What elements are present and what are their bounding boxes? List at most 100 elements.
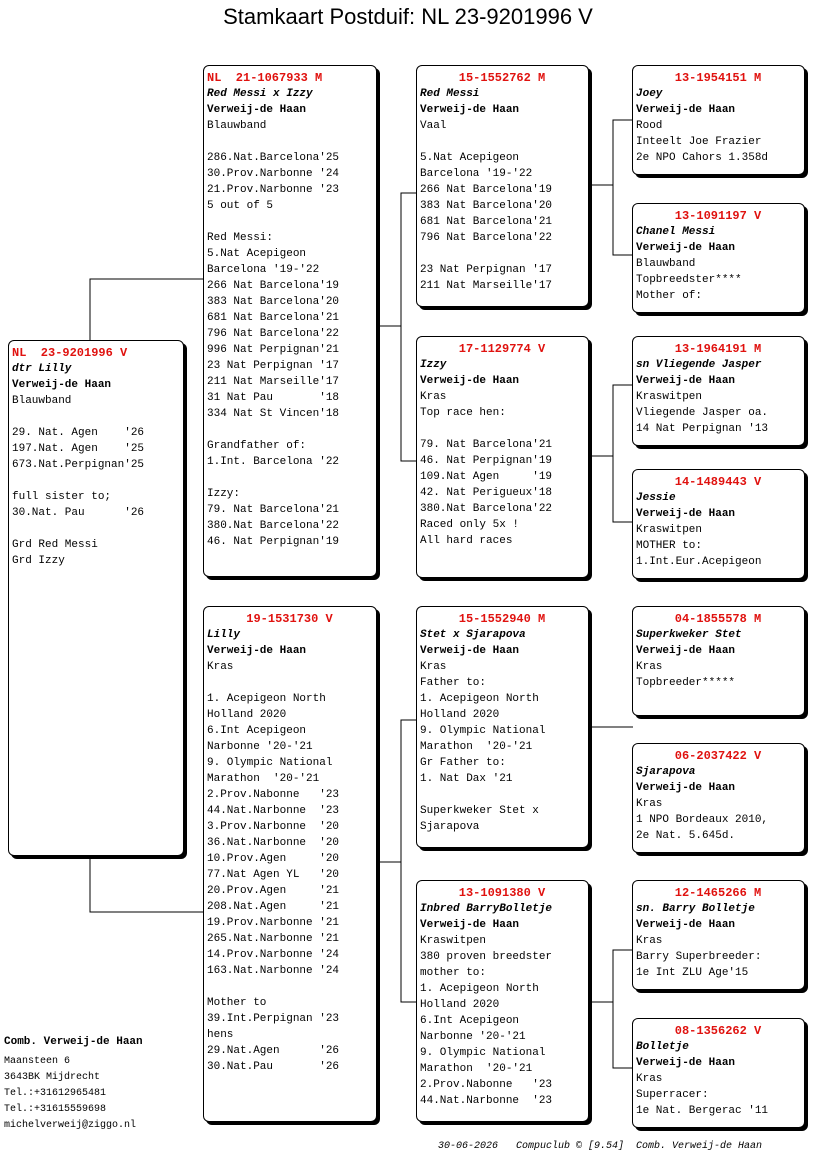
- card-line: 79. Nat Barcelona'21: [207, 504, 340, 516]
- connector-father-2: [400, 326, 418, 462]
- card-line: Kraswitpen: [636, 524, 703, 536]
- mf-father-card: 04-1855578 M Superkweker Stet Verweij-de…: [632, 606, 805, 716]
- card-line: Barcelona '19-'22: [207, 264, 320, 276]
- card-line: 2e Nat. 5.645d.: [636, 830, 736, 842]
- owner-name: Verweij-de Haan: [636, 645, 736, 657]
- contact-line: Tel.:+31615559698: [4, 1104, 107, 1115]
- father-father-card: 15-1552762 M Red Messi Verweij-de Haan V…: [416, 65, 589, 307]
- card-line: 9. Olympic National: [420, 1047, 546, 1059]
- card-line: 77.Nat Agen YL '20: [207, 869, 340, 881]
- card-line: Grd Red Messi: [12, 539, 98, 551]
- card-line: MOTHER to:: [636, 540, 703, 552]
- card-line: 2.Prov.Nabonne '23: [420, 1079, 553, 1091]
- card-line: Topbreedster****: [636, 274, 742, 286]
- card-line: Marathon '20-'21: [207, 773, 320, 785]
- contact-line: michelverweij@ziggo.nl: [4, 1120, 137, 1131]
- card-line: 211 Nat Marseille'17: [207, 376, 340, 388]
- connector-subject-mother: [89, 855, 204, 913]
- card-line: 1. Nat Dax '21: [420, 773, 513, 785]
- card-line: Kraswitpen: [420, 935, 487, 947]
- mm-mother-card: 08-1356262 V Bolletje Verweij-de Haan Kr…: [632, 1018, 805, 1128]
- card-line: [207, 422, 372, 438]
- card-line: Marathon '20-'21: [420, 741, 533, 753]
- card-line: full sister to;: [12, 491, 112, 503]
- card-line: Kras: [420, 391, 447, 403]
- connector-father: [378, 192, 418, 327]
- card-line: Top race hen:: [420, 407, 506, 419]
- ring-number: 15-1552762 M: [458, 71, 546, 85]
- owner-name: Verweij-de Haan: [207, 104, 307, 116]
- card-line: [420, 246, 584, 262]
- card-line: 1. Acepigeon North: [420, 983, 539, 995]
- pigeon-name: Lilly: [207, 629, 241, 641]
- card-line: 380 proven breedster: [420, 951, 553, 963]
- owner-name: Verweij-de Haan: [420, 645, 520, 657]
- pigeon-name: Inbred BarryBolletje: [420, 903, 553, 915]
- owner-name: Verweij-de Haan: [636, 375, 736, 387]
- card-line: 46. Nat Perpignan'19: [207, 536, 340, 548]
- card-line: Mother of:: [636, 290, 703, 302]
- owner-name: Verweij-de Haan: [207, 645, 307, 657]
- card-line: [207, 134, 372, 150]
- card-line: 44.Nat.Narbonne '23: [207, 805, 340, 817]
- pigeon-name: Jessie: [636, 492, 676, 504]
- ring-number: 06-2037422 V: [674, 749, 762, 763]
- card-line: 796 Nat Barcelona'22: [207, 328, 340, 340]
- owner-name: Verweij-de Haan: [636, 242, 736, 254]
- connector-mother-2: [400, 862, 418, 1003]
- pigeon-name: Joey: [636, 88, 663, 100]
- father-card: NL 21-1067933 M Red Messi x Izzy Verweij…: [203, 65, 377, 577]
- connector-ff-2: [612, 185, 633, 256]
- connector-ff: [590, 119, 633, 186]
- contact-line: Maansteen 6: [4, 1056, 71, 1067]
- pigeon-name: sn. Barry Bolletje: [636, 903, 755, 915]
- card-line: 9. Olympic National: [420, 725, 546, 737]
- card-line: Raced only 5x !: [420, 519, 520, 531]
- card-line: 163.Nat.Narbonne '24: [207, 965, 340, 977]
- card-line: Kras: [420, 661, 447, 673]
- card-line: 380.Nat Barcelona'22: [207, 520, 340, 532]
- card-line: 30.Nat. Pau '26: [12, 507, 145, 519]
- card-line: 6.Int Acepigeon: [420, 1015, 520, 1027]
- card-line: 23 Nat Perpignan '17: [207, 360, 340, 372]
- owner-name: Verweij-de Haan: [420, 375, 520, 387]
- ring-number: 15-1552940 M: [458, 612, 546, 626]
- card-line: Kras: [636, 935, 663, 947]
- card-line: 29. Nat. Agen '26: [12, 427, 145, 439]
- mother-father-card: 15-1552940 M Stet x Sjarapova Verweij-de…: [416, 606, 589, 848]
- card-line: Kraswitpen: [636, 391, 703, 403]
- owner-name: Verweij-de Haan: [420, 919, 520, 931]
- pigeon-name: Stet x Sjarapova: [420, 629, 526, 641]
- card-line: 5.Nat Acepigeon: [420, 152, 520, 164]
- card-line: Blauwband: [207, 120, 267, 132]
- card-line: 383 Nat Barcelona'20: [207, 296, 340, 308]
- card-line: Holland 2020: [420, 709, 500, 721]
- card-line: Holland 2020: [207, 709, 287, 721]
- card-line: [207, 675, 372, 691]
- card-line: 109.Nat Agen '19: [420, 471, 553, 483]
- card-line: 46. Nat Perpignan'19: [420, 455, 553, 467]
- card-line: 197.Nat. Agen '25: [12, 443, 145, 455]
- card-line: Vaal: [420, 120, 447, 132]
- card-line: 44.Nat.Narbonne '23: [420, 1095, 553, 1107]
- pigeon-name: Sjarapova: [636, 766, 696, 778]
- card-line: [12, 521, 179, 537]
- card-line: [420, 421, 584, 437]
- owner-name: Verweij-de Haan: [636, 919, 736, 931]
- card-line: Father to:: [420, 677, 487, 689]
- card-line: 265.Nat.Narbonne '21: [207, 933, 340, 945]
- card-line: 211 Nat Marseille'17: [420, 280, 553, 292]
- card-line: 2e NPO Cahors 1.358d: [636, 152, 769, 164]
- ring-number: 12-1465266 M: [674, 886, 762, 900]
- card-line: hens: [207, 1029, 234, 1041]
